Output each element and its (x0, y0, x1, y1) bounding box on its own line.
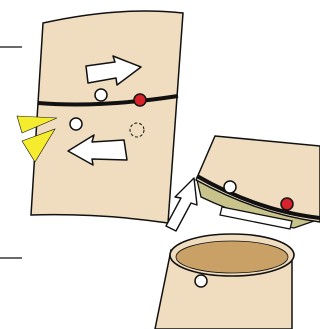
white-dot-lower (69, 117, 83, 131)
upper-section-red-dot (280, 197, 294, 211)
up-arrow (165, 177, 198, 232)
tube-upper-body (30, 10, 184, 224)
tube-upper (30, 10, 184, 224)
yellow-triangles (16, 115, 58, 163)
lower-section (154, 233, 295, 329)
red-dot (133, 93, 147, 107)
yellow-tab-bottom (21, 128, 56, 163)
lower-section-white-dot (194, 274, 208, 288)
lower-section-interior (175, 240, 289, 274)
right-arrow (85, 55, 142, 86)
left-arrow (67, 134, 128, 166)
upper-section-seam (196, 174, 320, 220)
yellow-tab-top (16, 115, 58, 134)
tube-seam (37, 94, 179, 107)
upper-section-white-dot (223, 180, 237, 194)
white-dot-upper (94, 88, 108, 102)
dashed-circle (129, 122, 145, 138)
collar-tab (219, 206, 293, 230)
